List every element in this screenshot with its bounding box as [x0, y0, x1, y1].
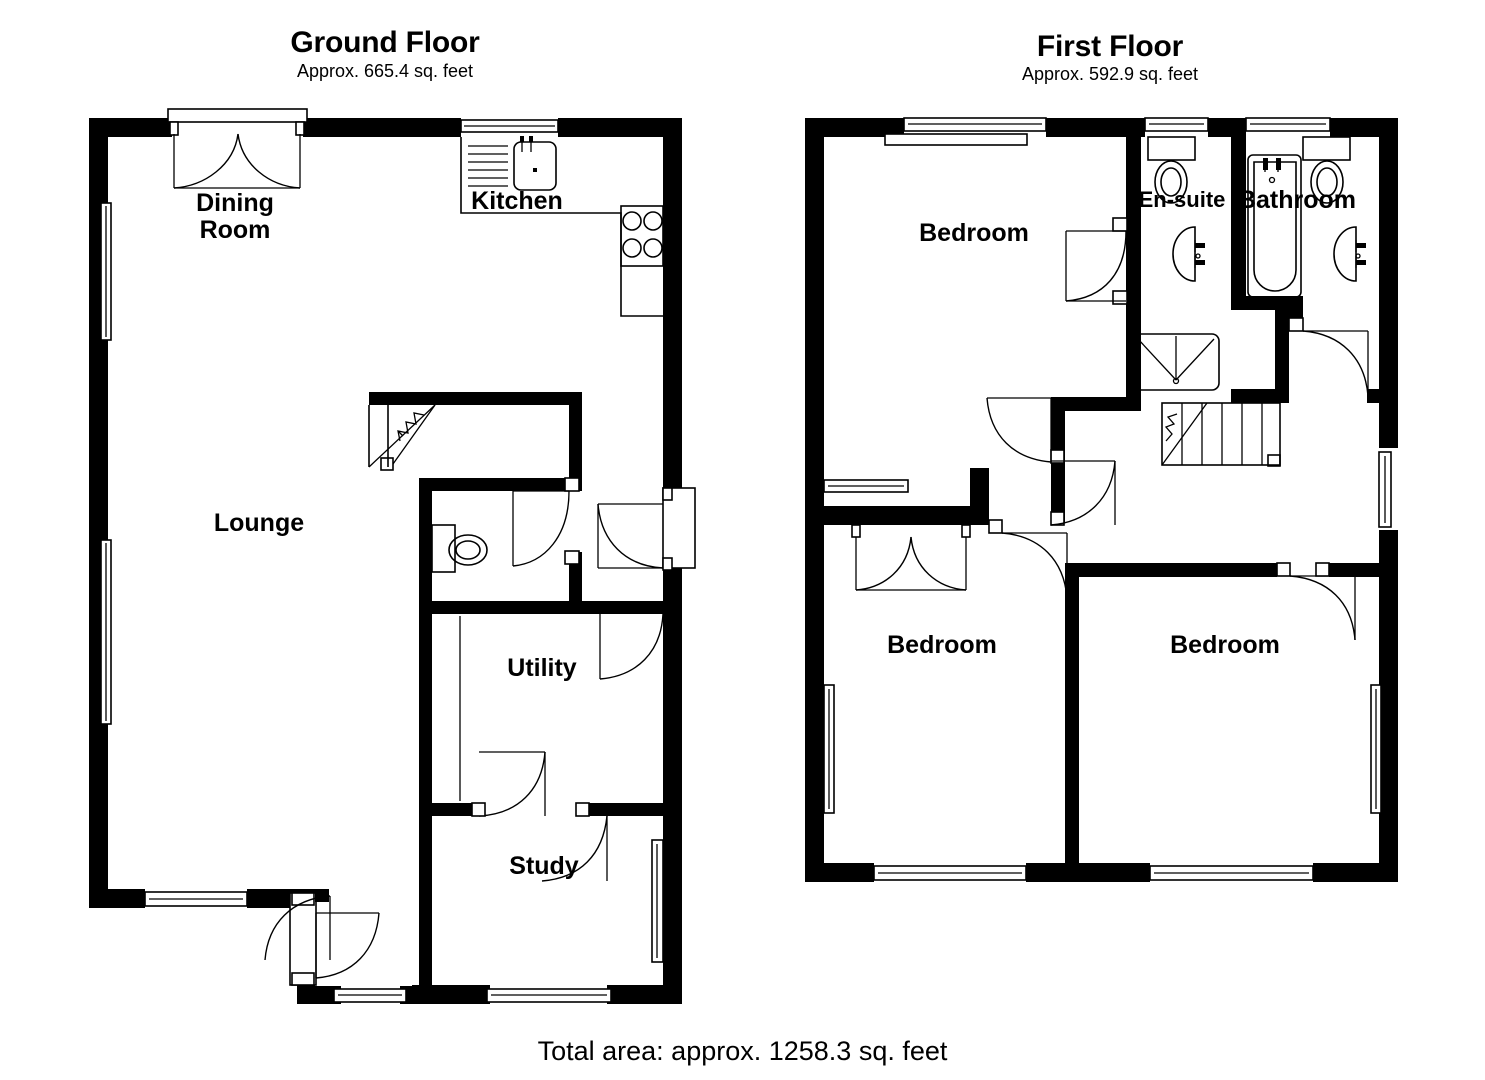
- room-label-bedroom-3: Bedroom: [1170, 631, 1280, 659]
- room-label-lounge: Lounge: [214, 509, 304, 537]
- first-floor-windows: [823, 117, 1392, 881]
- wc-toilet-icon-ground: [431, 524, 488, 573]
- sink-drainer-icon: [468, 145, 508, 187]
- room-label-bathroom: Bathroom: [1238, 186, 1356, 214]
- bath-tub-icon: [1247, 154, 1302, 298]
- hob-icon: [620, 205, 664, 267]
- wash-basin-icon-bathroom: [1333, 226, 1366, 282]
- ground-floor-windows: [100, 119, 664, 1003]
- room-label-dining-room-line2: Room: [200, 216, 271, 244]
- first-floor-subtitle: Approx. 592.9 sq. feet: [1021, 64, 1199, 84]
- room-label-bedroom-1: Bedroom: [919, 219, 1029, 247]
- ground-floor-labels: Dining Room Kitchen Lounge Utility Study: [196, 187, 579, 880]
- first-floor-doors[interactable]: [851, 217, 1380, 641]
- ground-floor-subtitle: Approx. 665.4 sq. feet: [296, 61, 474, 81]
- bathroom-fixtures: [1247, 136, 1366, 298]
- room-label-bedroom-2: Bedroom: [887, 631, 997, 659]
- wash-basin-icon-ensuite: [1172, 226, 1205, 282]
- total-area-label: Total area: approx. 1258.3 sq. feet: [537, 1036, 948, 1066]
- room-label-en-suite: En-suite: [1139, 187, 1226, 212]
- staircase-down-icon: [1161, 402, 1281, 467]
- ground-floor-title: Ground Floor: [290, 26, 480, 59]
- sink-bowl-icon: [513, 136, 557, 191]
- ground-floor-doors[interactable]: [264, 477, 696, 986]
- en-suite-fixtures: [1132, 136, 1220, 391]
- kitchen-counter-and-fixtures: [460, 136, 664, 317]
- room-label-utility: Utility: [507, 654, 577, 682]
- ground-floor-plan: Dining Room Kitchen Lounge Utility Study: [89, 108, 696, 1004]
- first-floor-labels: Bedroom En-suite Bathroom Bedroom Bedroo…: [887, 186, 1356, 659]
- ground-floor-outer-walls: [89, 118, 682, 1004]
- staircase-up-icon: [368, 404, 436, 471]
- room-label-kitchen: Kitchen: [471, 187, 563, 215]
- first-floor-title: First Floor: [1036, 30, 1184, 63]
- ground-floor-internal-walls: [369, 392, 663, 999]
- first-floor-plan: Bedroom En-suite Bathroom Bedroom Bedroo…: [805, 117, 1398, 882]
- first-floor-internal-walls: [824, 118, 1380, 869]
- room-label-dining-room-line1: Dining: [196, 189, 274, 217]
- french-doors-dining-room[interactable]: [167, 108, 308, 189]
- room-label-study: Study: [509, 852, 579, 880]
- wc-toilet-icon-ensuite: [1147, 136, 1196, 204]
- first-floor-outer-walls: [805, 118, 1398, 882]
- shower-tray-icon: [1132, 333, 1220, 391]
- wc-toilet-icon-bathroom: [1302, 136, 1351, 204]
